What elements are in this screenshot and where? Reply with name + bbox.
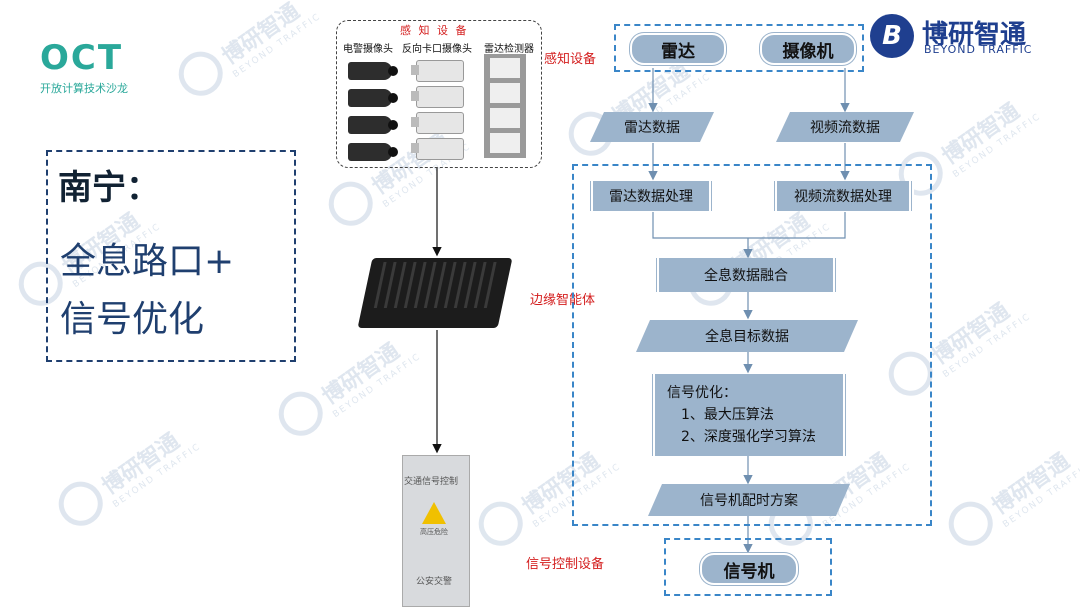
signal-machine-label: 信号机 — [723, 561, 775, 582]
target-data-label: 全息目标数据 — [705, 329, 789, 345]
radar-processing-node: 雷达数据处理 — [588, 181, 714, 211]
sensing-label: 感知设备 — [544, 52, 597, 67]
camera-icon — [348, 143, 398, 161]
edge-device-label: 边缘智能体 — [530, 293, 596, 308]
timing-plan-label: 信号机配时方案 — [700, 493, 798, 509]
fusion-node: 全息数据融合 — [654, 258, 838, 292]
oct-subtitle: 开放计算技术沙龙 — [40, 82, 128, 95]
signal-machine-node: 信号机 — [700, 553, 798, 585]
camera-icon — [411, 112, 464, 134]
signal-cabinet-image — [402, 455, 470, 607]
camera-icon — [411, 60, 464, 82]
optimization-item-2: 2、深度强化学习算法 — [681, 429, 816, 445]
title-box — [46, 150, 296, 362]
optimization-item-1: 1、最大压算法 — [681, 407, 774, 423]
cabinet-title: 交通信号控制 — [404, 477, 459, 487]
sensing-device-header: 感 知 设 备 — [400, 24, 469, 37]
camera-node-label: 摄像机 — [782, 41, 834, 62]
target-data-node: 全息目标数据 — [636, 320, 858, 352]
beyond-logo-icon: B — [870, 14, 914, 58]
camera-icon — [348, 89, 398, 107]
video-data-node: 视频流数据 — [776, 112, 914, 142]
col-label-ev-camera: 电警摄像头 — [343, 44, 393, 55]
cabinet-warning-text: 高压危险 — [420, 528, 448, 536]
radar-node-label: 雷达 — [661, 41, 695, 62]
optimization-title: 信号优化： — [667, 385, 737, 401]
title-line-2: 信号优化 — [60, 299, 205, 340]
radar-data-node: 雷达数据 — [590, 112, 714, 142]
title-line-1: 全息路口+ — [60, 241, 235, 282]
optimization-node: 信号优化： 1、最大压算法 2、深度强化学习算法 — [650, 374, 848, 456]
video-processing-label: 视频流数据处理 — [794, 189, 892, 205]
video-data-label: 视频流数据 — [810, 120, 880, 136]
col-label-radar: 雷达检测器 — [484, 44, 534, 55]
radar-detector-image — [484, 54, 526, 158]
timing-plan-node: 信号机配时方案 — [648, 484, 850, 516]
radar-node: 雷达 — [630, 33, 726, 65]
camera-icon — [411, 138, 464, 160]
fusion-label: 全息数据融合 — [704, 268, 788, 284]
radar-data-label: 雷达数据 — [624, 120, 680, 136]
camera-node: 摄像机 — [760, 33, 856, 65]
beyond-brand-subtitle: BEYOND TRAFFIC — [924, 43, 1033, 56]
sensing-device-group — [336, 20, 542, 168]
signal-control-box — [664, 538, 832, 596]
camera-icon — [348, 116, 398, 134]
sensing-group-box — [614, 24, 864, 72]
col-label-reverse-camera: 反向卡口摄像头 — [402, 44, 472, 55]
warning-icon — [422, 502, 446, 524]
processing-region-box — [572, 164, 932, 526]
camera-icon — [348, 62, 398, 80]
radar-processing-label: 雷达数据处理 — [609, 189, 693, 205]
beyond-brand-name: 博研智通 — [922, 20, 1027, 50]
oct-logo: OCT — [40, 38, 124, 78]
video-processing-node: 视频流数据处理 — [772, 181, 914, 211]
camera-icon — [411, 86, 464, 108]
title-city: 南宁： — [58, 168, 160, 208]
signal-control-label: 信号控制设备 — [526, 557, 605, 572]
cabinet-bottom-text: 公安交警 — [416, 577, 453, 587]
